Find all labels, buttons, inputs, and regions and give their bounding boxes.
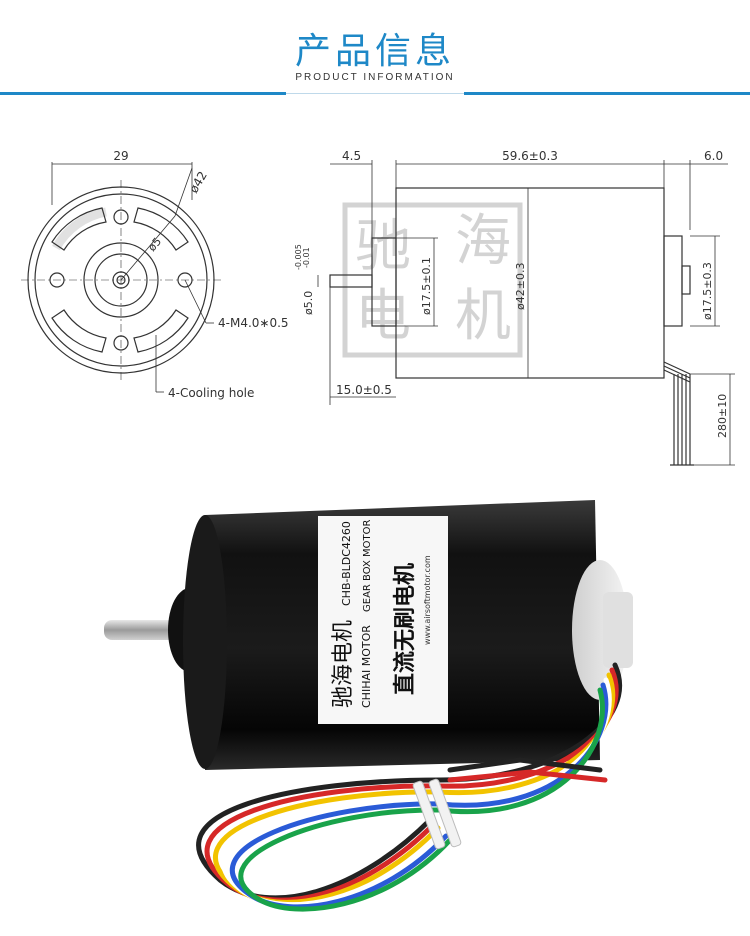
side-tol-upper: -0.005 — [294, 244, 303, 270]
label-model: CHB-BLDC4260 — [340, 521, 353, 606]
front-dim-shaft: ø5 — [145, 235, 164, 254]
product-photo: 驰海电机 CHIHAI MOTOR CHB-BLDC4260 GEAR BOX … — [104, 500, 633, 912]
motor-shaft — [104, 620, 184, 640]
technical-drawing: 驰 海 电 机 29 ø42 ø5 4-M4.0∗0.5 4-Cool — [21, 149, 735, 466]
side-dim-rear-boss: ø17.5±0.3 — [701, 262, 714, 320]
label-english-2: GEAR BOX MOTOR — [362, 520, 373, 612]
side-dim-lead: 280±10 — [716, 394, 729, 438]
front-view — [21, 162, 221, 393]
label-type: 直流无刷电机 — [392, 563, 418, 695]
side-view — [317, 160, 735, 466]
watermark-char-4: 机 — [455, 284, 511, 349]
side-dim-shaft: ø5.0 — [302, 291, 315, 315]
side-dim-flange: 4.5 — [342, 149, 361, 163]
side-dim-body: ø42±0.3 — [514, 263, 527, 310]
label-english-1: CHIHAI MOTOR — [360, 625, 373, 708]
lead-wires — [196, 662, 623, 912]
header-rule-middle — [286, 93, 464, 94]
label-brand-text: 驰海电机 — [331, 620, 356, 708]
header-rule-left — [0, 92, 286, 95]
watermark-seal: 驰 海 电 机 — [342, 202, 523, 358]
watermark-char-2: 海 — [455, 209, 511, 274]
side-dim-rear: 6.0 — [704, 149, 723, 163]
side-tol-lower: -0.01 — [302, 247, 311, 268]
header-rule-right — [464, 92, 750, 95]
front-cooling-holes: 4-Cooling hole — [168, 386, 254, 400]
motor-label — [318, 516, 448, 724]
front-dim-width: 29 — [113, 149, 128, 163]
watermark-char-1: 驰 — [355, 214, 411, 279]
section-subtitle: PRODUCT INFORMATION — [295, 72, 455, 83]
label-url: www.airsoftmotor.com — [423, 555, 432, 645]
front-mount-holes: 4-M4.0∗0.5 — [218, 316, 289, 330]
side-dim-length: 59.6±0.3 — [502, 149, 558, 163]
section-title: 产品信息 — [294, 31, 455, 72]
wire-ties — [412, 778, 462, 850]
side-dim-shaft-length: 15.0±0.5 — [336, 383, 392, 397]
watermark-char-3: 电 — [355, 284, 411, 349]
side-dim-boss: ø17.5±0.1 — [420, 257, 433, 315]
section-header: 产品信息 PRODUCT INFORMATION — [0, 0, 750, 100]
